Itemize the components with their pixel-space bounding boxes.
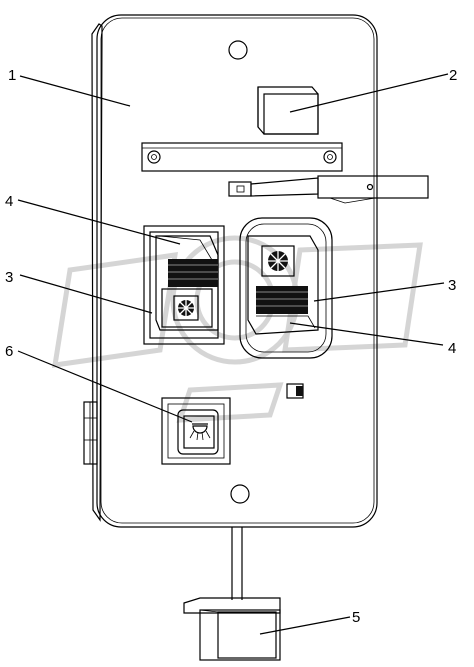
callout-1: 1 bbox=[8, 67, 16, 84]
leader-3a bbox=[19, 274, 153, 314]
rocker-switch-left bbox=[143, 225, 225, 345]
callout-5: 5 bbox=[352, 609, 360, 626]
callout-3-left: 3 bbox=[5, 269, 13, 286]
leader-6 bbox=[17, 350, 193, 423]
callout-labels: 1 2 3 3 4 4 5 6 bbox=[5, 67, 457, 626]
bolt-left bbox=[147, 150, 161, 164]
side-bracket bbox=[83, 23, 103, 522]
leader-lines bbox=[17, 73, 449, 635]
callout-3-right: 3 bbox=[448, 277, 456, 294]
fan-symbol-icon bbox=[173, 295, 199, 321]
indicator-lamp bbox=[257, 86, 319, 135]
leader-1 bbox=[19, 75, 131, 107]
leader-3b bbox=[313, 282, 445, 302]
leader-4a bbox=[17, 199, 181, 245]
small-fastener bbox=[286, 383, 304, 399]
cable-connector bbox=[183, 527, 281, 661]
latch-lever bbox=[228, 175, 429, 204]
mounting-plate bbox=[96, 14, 378, 528]
lamp-symbol-icon bbox=[189, 423, 211, 441]
watermark-logo bbox=[52, 235, 423, 423]
rocker-dark-segment-right bbox=[256, 286, 308, 314]
leader-5 bbox=[259, 616, 351, 635]
leader-4b bbox=[289, 322, 444, 346]
callout-2: 2 bbox=[449, 67, 457, 84]
light-switch bbox=[161, 397, 231, 465]
fan-symbol-icon bbox=[261, 245, 295, 277]
rocker-dark-segment-left bbox=[168, 259, 218, 287]
clamp-bar bbox=[141, 142, 343, 172]
callout-4-right: 4 bbox=[448, 340, 456, 357]
top-mounting-hole bbox=[228, 40, 248, 60]
bolt-right bbox=[323, 150, 337, 164]
rocker-switch-right bbox=[239, 217, 333, 359]
leader-2 bbox=[289, 73, 449, 113]
callout-6: 6 bbox=[5, 343, 13, 360]
callout-4-left: 4 bbox=[5, 193, 13, 210]
bottom-mounting-hole bbox=[230, 484, 250, 504]
